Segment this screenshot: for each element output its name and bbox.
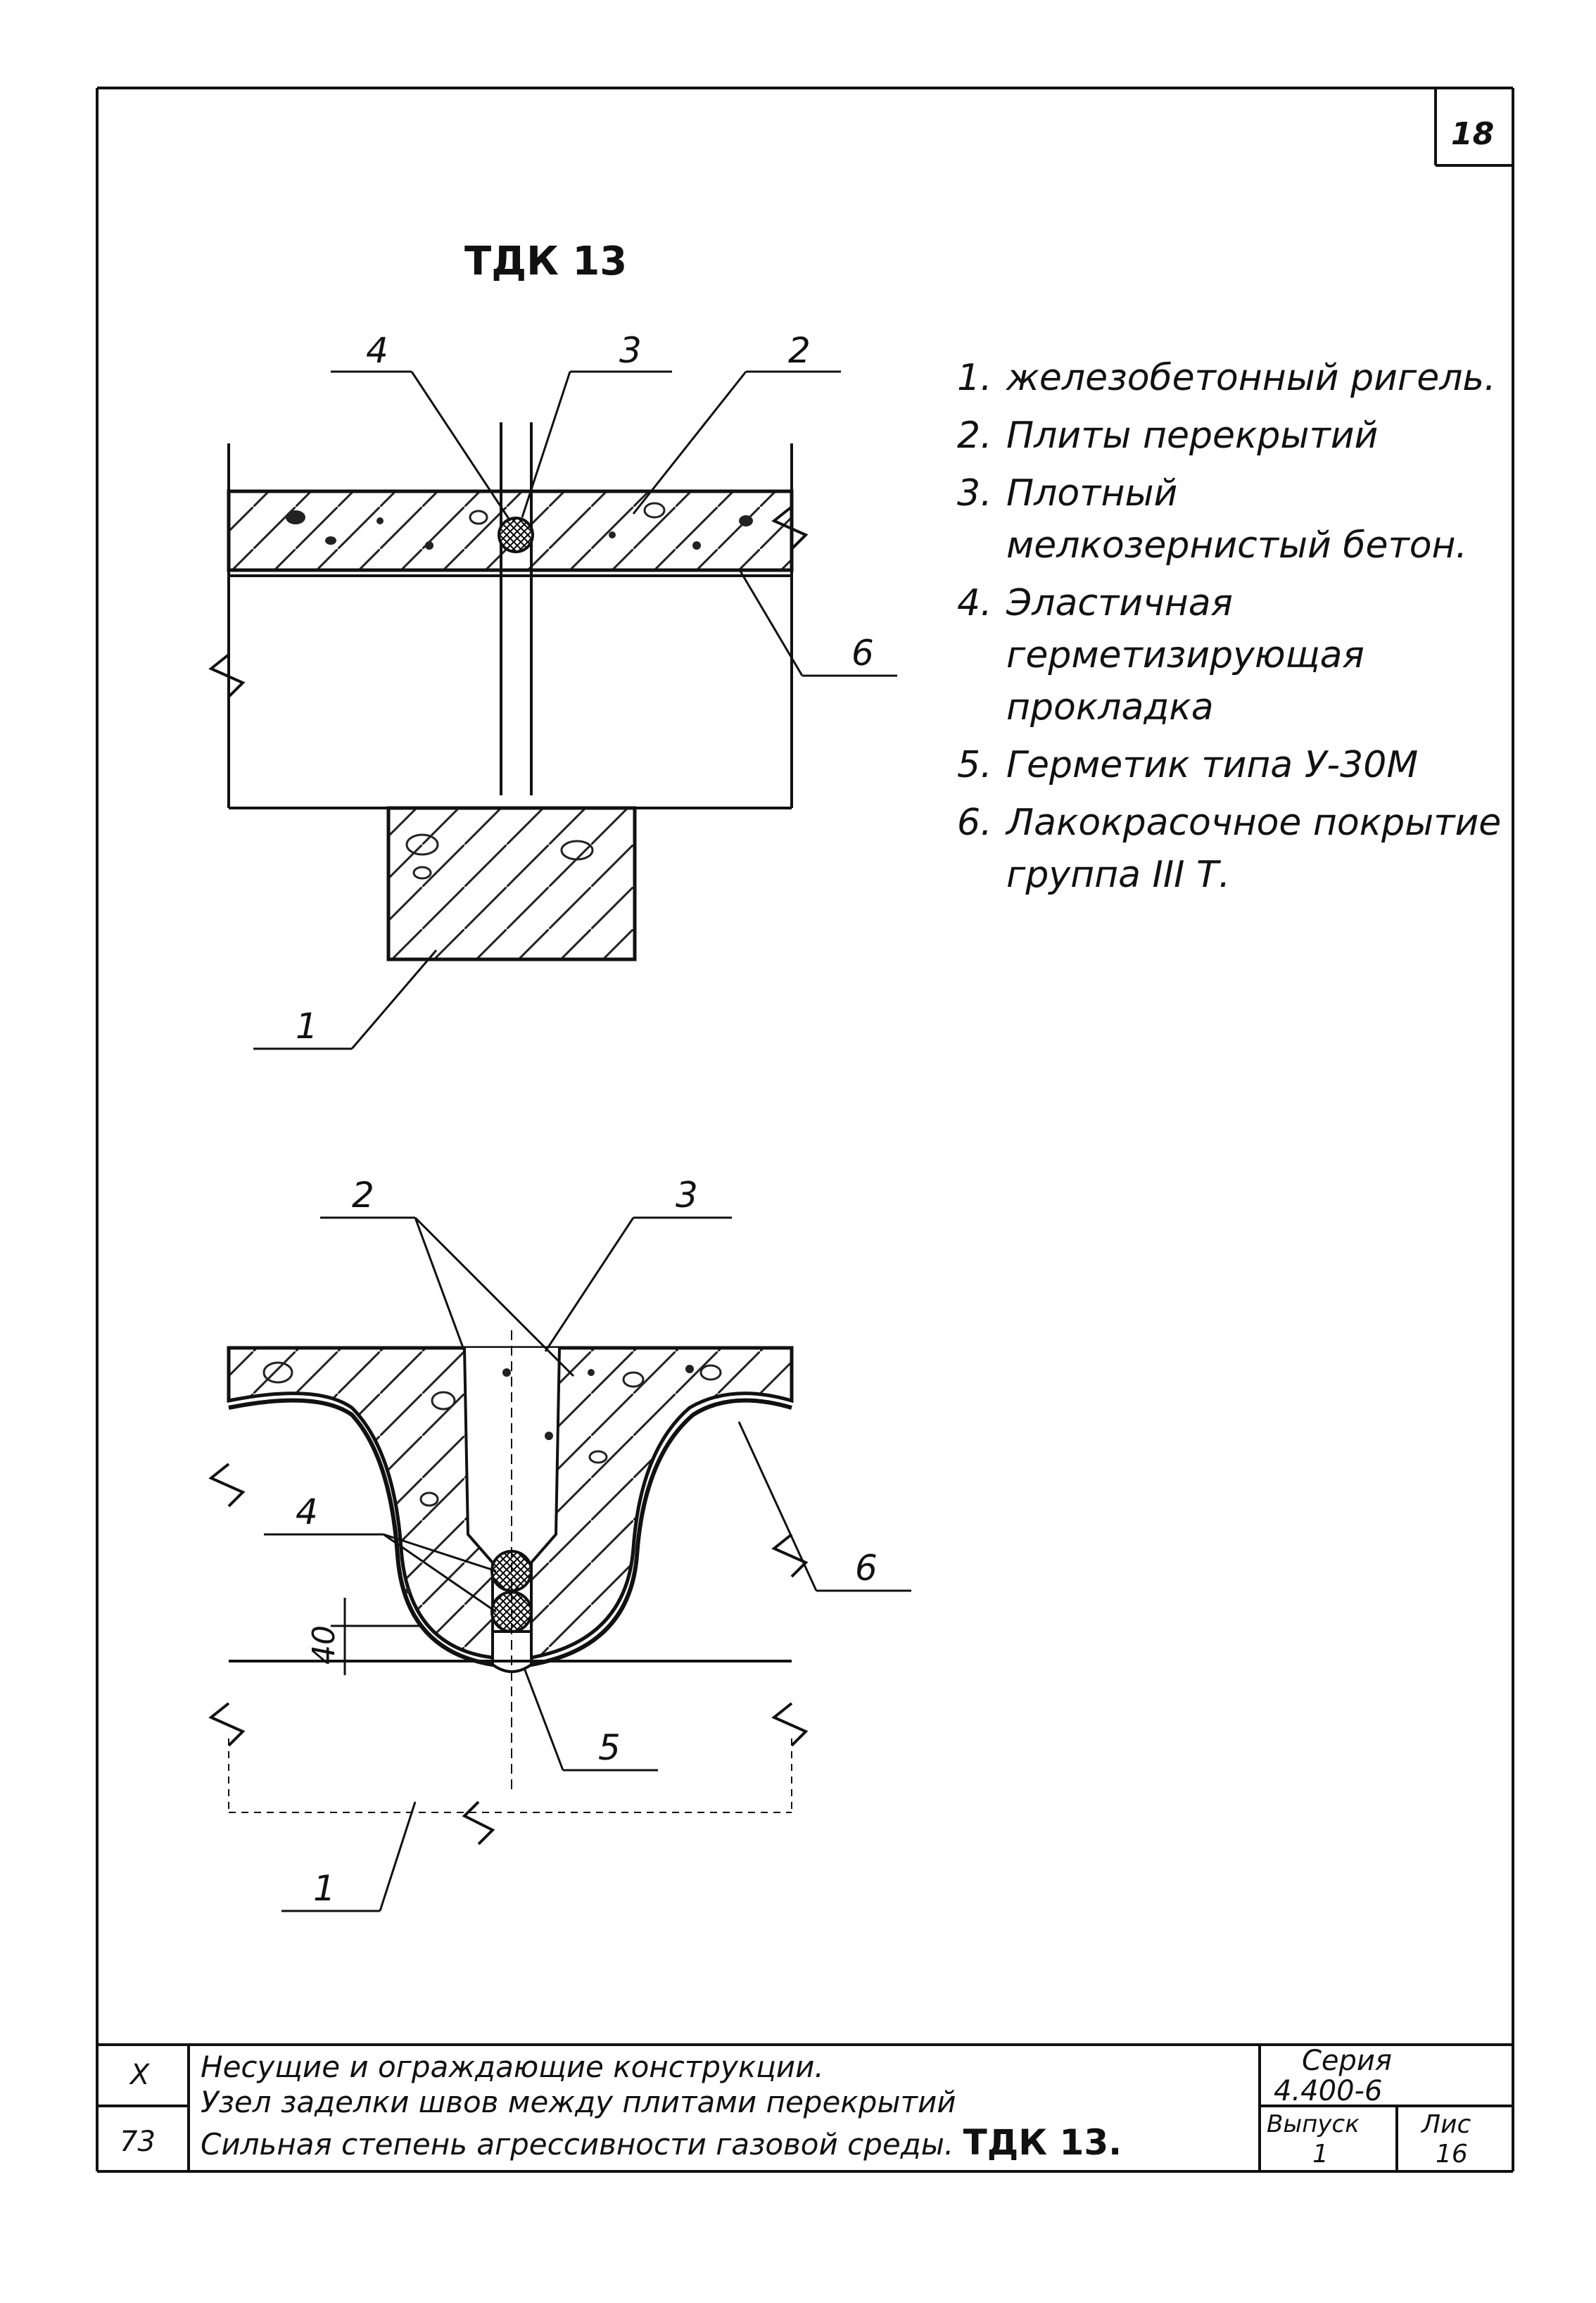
bottom-callout-2: 2	[352, 1175, 374, 1216]
top-callout-3: 3	[619, 330, 642, 371]
drawing-title: ТДК 13	[464, 239, 627, 284]
legend-item-3: 3.Плотный мелкозернистый бетон.	[957, 472, 1468, 567]
bottom-callout-6: 6	[855, 1548, 878, 1589]
bottom-leaders	[264, 1216, 911, 1912]
bottom-aggregate	[262, 1361, 722, 1507]
legend-item-1: 1.железобетонный ригель.	[957, 357, 1496, 399]
top-callout-1: 1	[296, 1006, 318, 1047]
top-slab	[227, 489, 794, 572]
title-block-lines	[97, 2043, 1513, 2171]
title-block-line-2: Узел заделки швов между плитами перекрыт…	[201, 2085, 956, 2119]
top-slab-aggregate	[286, 502, 753, 550]
top-detail: 4 3 2 6 1	[208, 330, 897, 1050]
sheet-number: 18	[1451, 116, 1494, 152]
title-block-line-1: Несущие и ограждающие конструкции.	[201, 2050, 824, 2084]
title-block-line-3-text: Сильная степень агрессивности газовой ср…	[201, 2127, 954, 2162]
issue-value: 1	[1312, 2140, 1329, 2169]
series-label: Серия	[1302, 2045, 1392, 2077]
issue-label: Выпуск	[1267, 2110, 1360, 2138]
bottom-callout-4: 4	[296, 1491, 318, 1532]
legend-item-6: 6.Лакокрасочное покрытие группа III Т.	[957, 802, 1502, 896]
title-block-left-bottom: 73	[120, 2126, 156, 2158]
top-callout-2: 2	[788, 330, 811, 371]
title-block-left-top: X	[130, 2059, 150, 2091]
sheet-label: Лис	[1421, 2110, 1471, 2139]
bottom-dimension-label: 40	[306, 1625, 342, 1665]
bottom-callout-1: 1	[313, 1868, 336, 1909]
sheet-number-box: 18	[1434, 88, 1513, 167]
legend-item-2: 2.Плиты перекрытий	[957, 415, 1379, 457]
bottom-sealant	[491, 1630, 533, 1673]
top-callout-4: 4	[366, 330, 388, 371]
bottom-callout-3: 3	[676, 1175, 698, 1216]
bottom-callout-5: 5	[598, 1727, 621, 1768]
legend-item-4: 4.Эластичная герметизирующая прокладка	[957, 582, 1364, 728]
series-value: 4.400-6	[1274, 2075, 1383, 2107]
top-leaders	[253, 370, 897, 1050]
top-rigel	[386, 806, 637, 961]
sheet-frame	[96, 87, 1514, 2173]
sheet-value: 16	[1436, 2140, 1468, 2169]
bottom-detail: 40 2 3 4 6 5 1	[208, 1175, 911, 1912]
legend-item-5: 5.Герметик типа У-30М	[957, 744, 1419, 786]
title-block-code: ТДК 13.	[963, 2122, 1122, 2163]
legend: 1.железобетонный ригель. 2.Плиты перекры…	[957, 352, 1506, 907]
top-seal-gasket	[498, 517, 534, 553]
top-callout-6: 6	[851, 633, 874, 674]
title-block-line-3: Сильная степень агрессивности газовой ср…	[201, 2122, 1122, 2163]
